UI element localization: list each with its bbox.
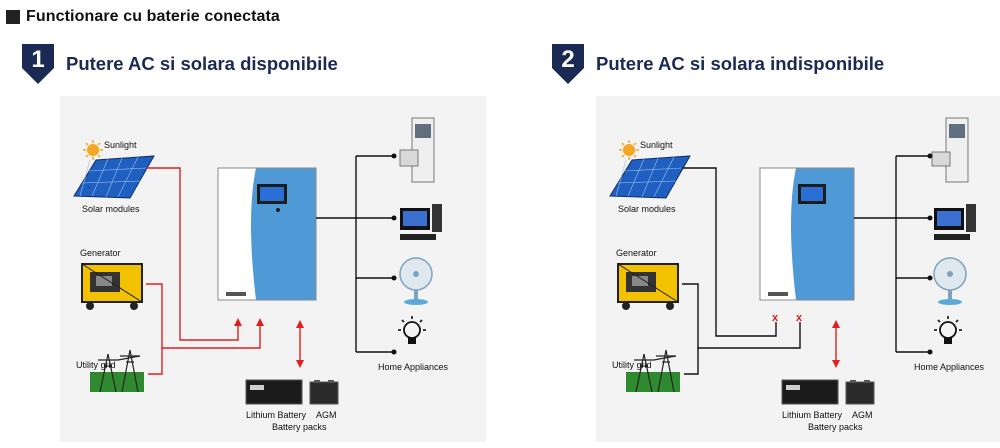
utility-grid-label: Utility grid — [612, 360, 652, 370]
battery-pack-icon — [781, 379, 875, 405]
computer-icon — [400, 204, 442, 240]
solar-modules-label: Solar modules — [82, 204, 140, 214]
scenario-2-badge-icon: 2 — [550, 42, 586, 86]
battery-packs-label: Battery packs — [272, 422, 327, 432]
battery-packs-label: Battery packs — [808, 422, 863, 432]
solar-panel-icon — [609, 155, 691, 199]
scenario-2-diagram: x x Sunlight Solar modules Generator Uti… — [596, 96, 1000, 442]
light-bulb-icon — [934, 316, 962, 344]
battery-pack-icon — [245, 379, 339, 405]
connector-dots — [927, 153, 933, 355]
scenario-1-badge-icon: 1 — [20, 42, 56, 86]
computer-icon — [934, 204, 976, 240]
generator-icon — [617, 263, 679, 310]
scenario-2-title: Putere AC si solara indisponibile — [596, 53, 885, 74]
solar-modules-label: Solar modules — [618, 204, 676, 214]
connection-lines — [146, 155, 394, 375]
connector-dots — [391, 153, 397, 355]
page-title: Functionare cu baterie conectata — [26, 8, 280, 25]
home-appliances-label: Home Appliances — [914, 362, 985, 372]
header-square-icon — [6, 10, 20, 24]
fan-icon — [399, 257, 433, 305]
solar-panel-icon: - — [73, 155, 155, 199]
scenario-1-heading: 1 Putere AC si solara disponibile — [20, 42, 338, 86]
light-bulb-icon — [398, 316, 426, 344]
scenario-1-title: Putere AC si solara disponibile — [66, 53, 338, 74]
utility-pylon-icon — [90, 349, 144, 393]
scenario-2-heading: 2 Putere AC si solara indisponibile — [550, 42, 884, 86]
utility-grid-label: Utility grid — [76, 360, 116, 370]
connection-lines — [682, 155, 930, 375]
svg-text:-: - — [88, 185, 91, 192]
inverter-icon — [759, 167, 855, 301]
sun-icon — [619, 140, 639, 160]
flow-arrows — [234, 318, 304, 368]
flow-arrows — [832, 320, 840, 368]
scenario-1-diagram: - — [60, 96, 486, 442]
utility-pylon-icon — [626, 349, 680, 393]
agm-label: AGM — [852, 410, 873, 420]
sun-icon — [83, 140, 103, 160]
lithium-battery-label: Lithium Battery — [782, 410, 843, 420]
sunlight-label: Sunlight — [640, 140, 673, 150]
agm-label: AGM — [316, 410, 337, 420]
blocked-mark-1: x — [772, 312, 779, 324]
generator-icon — [81, 263, 143, 310]
generator-label: Generator — [80, 248, 121, 258]
fan-icon — [933, 257, 967, 305]
inverter-icon — [217, 167, 317, 301]
page-header: Functionare cu baterie conectata — [6, 8, 280, 26]
generator-label: Generator — [616, 248, 657, 258]
lithium-battery-label: Lithium Battery — [246, 410, 307, 420]
air-conditioner-icon — [931, 117, 969, 183]
sunlight-label: Sunlight — [104, 140, 137, 150]
blocked-mark-2: x — [796, 312, 803, 324]
home-appliances-label: Home Appliances — [378, 362, 449, 372]
air-conditioner-icon — [399, 117, 435, 183]
